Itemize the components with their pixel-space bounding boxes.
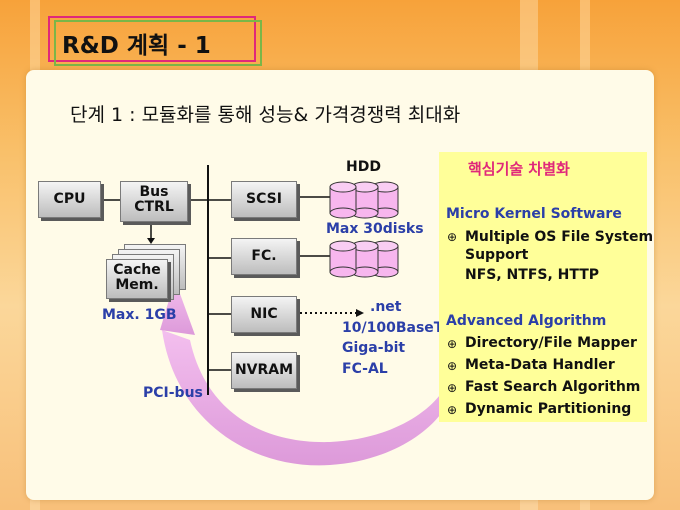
bullet-icon: ⊕ <box>447 381 458 395</box>
max-disks-label: Max 30disks <box>326 221 424 237</box>
title-frame: R&D 계획 - 1 <box>48 16 262 66</box>
disk-stack-scsi <box>329 181 399 219</box>
net-speed-3: FC-AL <box>342 361 388 377</box>
max-memory-label: Max. 1GB <box>102 307 177 323</box>
nic-box: NIC <box>231 296 297 333</box>
slide-title: R&D 계획 - 1 <box>62 33 211 59</box>
pci-bus-arrow <box>162 330 440 466</box>
section1-item: NFS, NTFS, HTTP <box>465 267 600 283</box>
title-frame-inner <box>54 20 262 66</box>
scsi-box: SCSI <box>231 181 297 218</box>
section2-title: Advanced Algorithm <box>446 313 607 329</box>
core-tech-heading: 핵심기술 차별화 <box>468 160 570 178</box>
cpu-box: CPU <box>38 181 101 218</box>
section1-title: Micro Kernel Software <box>446 206 622 222</box>
nvram-box: NVRAM <box>231 352 297 389</box>
bullet-icon: ⊕ <box>447 230 458 244</box>
section2-item: Meta-Data Handler <box>465 357 615 373</box>
net-label: .net <box>370 299 402 315</box>
section2-item: Directory/File Mapper <box>465 335 637 351</box>
bullet-icon: ⊕ <box>447 359 458 373</box>
fc-box: FC. <box>231 238 297 275</box>
section2-item: Fast Search Algorithm <box>465 379 641 395</box>
pci-bus-label: PCI-bus <box>143 385 203 401</box>
title-frame-outer <box>48 16 256 62</box>
hdd-label: HDD <box>346 159 381 175</box>
disk-stack-fc <box>329 240 399 278</box>
section1-item: Support <box>465 247 529 263</box>
slide-subtitle: 단계 1 : 모듈화를 통해 성능& 가격경쟁력 최대화 <box>70 104 461 126</box>
section2-item: Dynamic Partitioning <box>465 401 632 417</box>
net-speed-2: Giga-bit <box>342 340 406 356</box>
net-speed-1: 10/100BaseT <box>342 320 444 336</box>
section1-item: Multiple OS File System <box>465 229 654 245</box>
pci-bus-arrow-top <box>160 280 195 335</box>
core-tech-panel <box>439 152 647 422</box>
bullet-icon: ⊕ <box>447 337 458 351</box>
bullet-icon: ⊕ <box>447 403 458 417</box>
